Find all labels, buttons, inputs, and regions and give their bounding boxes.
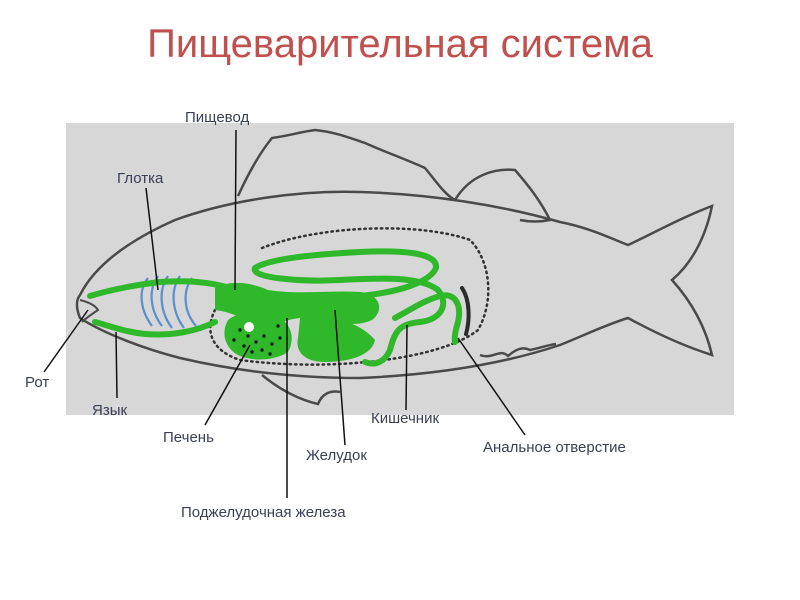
label-esophagus: Пищевод xyxy=(185,109,249,126)
pointer-liver xyxy=(204,344,251,426)
pointer-pharynx xyxy=(145,187,159,291)
label-intestine: Кишечник xyxy=(371,410,439,427)
intestine-loop xyxy=(251,248,447,367)
mouth-opening xyxy=(79,299,100,323)
digestive-tract xyxy=(87,248,462,367)
body-cavity-dotted xyxy=(209,227,490,366)
pointer-stomach xyxy=(334,309,346,446)
dorsal-fin-rear xyxy=(453,168,552,223)
label-pharynx: Глотка xyxy=(117,170,164,187)
pelvic-fin xyxy=(261,374,341,406)
pointer-esophagus xyxy=(234,129,237,291)
pointer-tongue xyxy=(115,331,118,399)
label-stomach: Желудок xyxy=(306,447,367,464)
stomach-shape xyxy=(297,316,375,362)
label-tongue: Язык xyxy=(92,402,127,419)
dorsal-fin xyxy=(236,128,456,202)
label-mouth: Рот xyxy=(25,374,49,391)
label-liver: Печень xyxy=(163,429,214,446)
rectum xyxy=(392,292,462,345)
pointer-lines xyxy=(43,129,526,498)
liver-dots xyxy=(232,324,282,356)
label-anus: Анальное отверстие xyxy=(483,439,626,456)
diagram-panel xyxy=(66,123,734,415)
page-title: Пищеварительная система xyxy=(147,22,653,66)
anus-mark xyxy=(460,286,471,336)
liver-shape xyxy=(224,313,292,360)
anal-fin xyxy=(479,342,557,358)
label-pancreas: Поджелудочная железа xyxy=(181,504,346,521)
fish-body-outline xyxy=(75,190,714,380)
gallbladder xyxy=(244,322,254,332)
tongue-tract xyxy=(92,319,218,338)
pharynx-tract xyxy=(87,278,233,299)
pointer-intestine xyxy=(405,324,408,411)
pointer-anus xyxy=(457,337,526,436)
pointer-mouth xyxy=(43,309,89,373)
